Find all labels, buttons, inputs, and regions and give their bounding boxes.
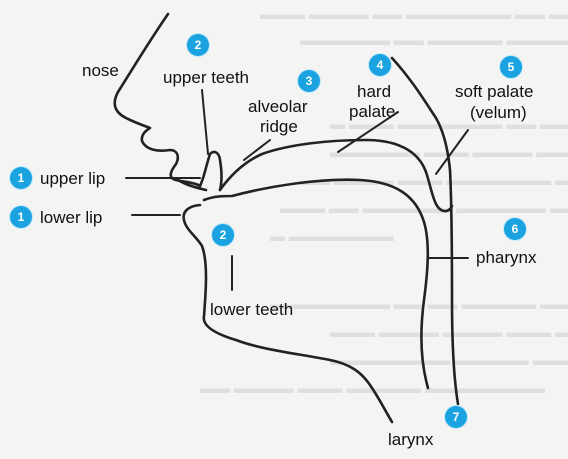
upper-teeth-shape	[200, 152, 222, 190]
label-soft-palate-2: (velum)	[470, 103, 527, 122]
badge-larynx: 7	[445, 406, 467, 428]
label-nose: nose	[82, 61, 119, 80]
label-alveolar-ridge-1: alveolar	[248, 97, 308, 116]
label-larynx: larynx	[388, 430, 433, 449]
label-upper-lip: upper lip	[40, 169, 105, 188]
badge-hard-palate: 4	[369, 54, 391, 76]
badge-upper-lip: 1	[10, 167, 32, 189]
label-soft-palate-1: soft palate	[455, 82, 533, 101]
label-hard-palate-1: hard	[357, 82, 391, 101]
label-upper-teeth: upper teeth	[163, 68, 249, 87]
label-pharynx: pharynx	[476, 248, 536, 267]
label-lower-lip: lower lip	[40, 208, 102, 227]
badge-alveolar-ridge: 3	[298, 70, 320, 92]
badge-lower-teeth: 2	[212, 224, 234, 246]
label-hard-palate-2: palate	[349, 102, 395, 121]
badge-lower-lip: 1	[10, 206, 32, 228]
badge-upper-teeth: 2	[187, 34, 209, 56]
label-lower-teeth: lower teeth	[210, 300, 293, 319]
badge-soft-palate: 5	[500, 56, 522, 78]
label-alveolar-ridge-2: ridge	[260, 117, 298, 136]
badge-pharynx: 6	[504, 218, 526, 240]
